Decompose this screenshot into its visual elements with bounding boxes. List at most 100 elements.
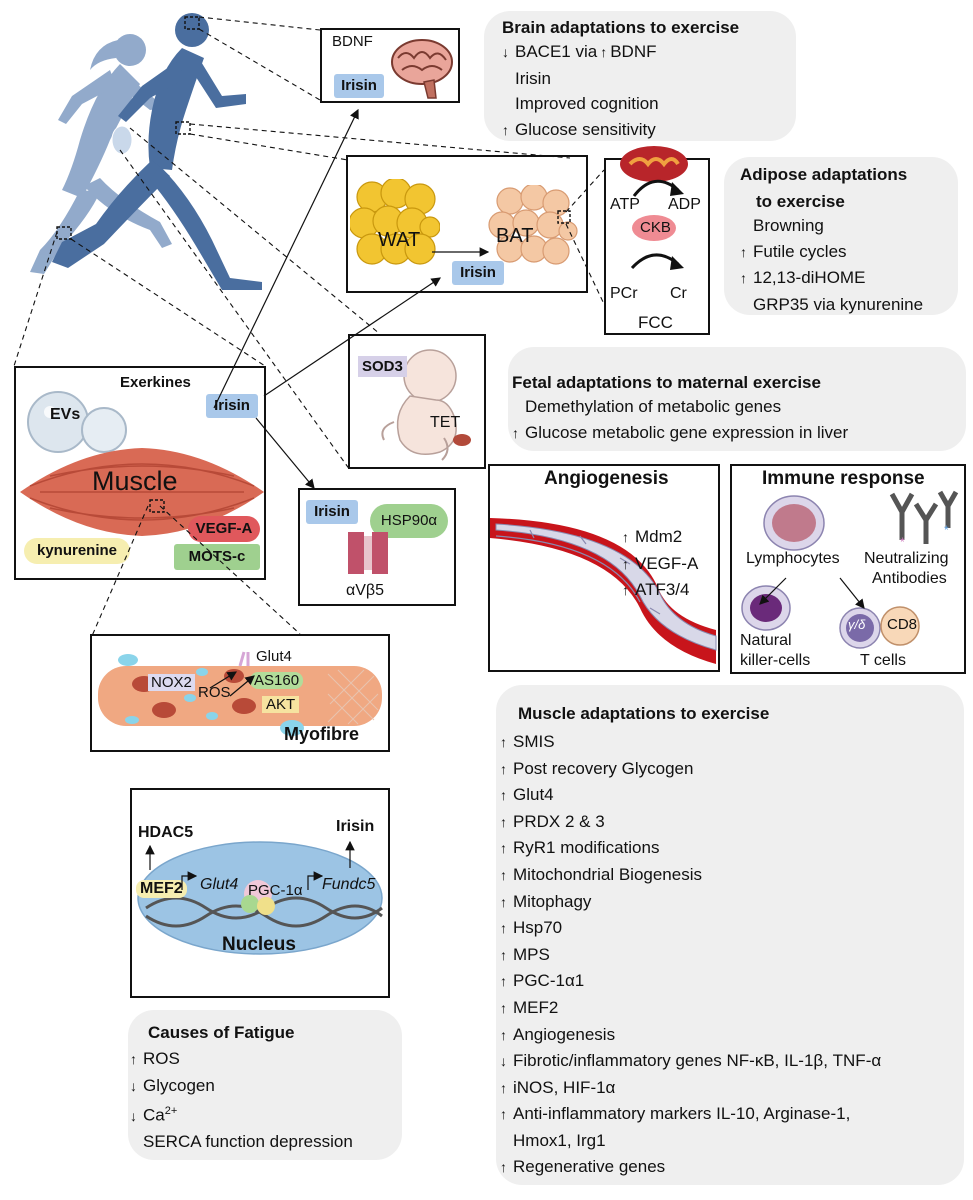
- muscle-label: Muscle: [92, 466, 178, 496]
- angiogenesis-item: ↑Mdm2: [622, 527, 683, 546]
- adipose-item: ↑12,13-diHOME: [740, 268, 866, 287]
- lymphocytes-label: Lymphocytes: [746, 550, 840, 567]
- ros-label: ROS: [198, 684, 231, 701]
- fetal-item: Demethylation of metabolic genes: [525, 397, 782, 416]
- brain-item: Irisin: [515, 68, 551, 88]
- immune-box: Immune response * * Lymphocytes Neutrali…: [730, 464, 966, 674]
- brain-item: ↓BACE1 via↑BDNF: [502, 42, 657, 61]
- adipose-box: WAT BAT Irisin: [346, 155, 588, 293]
- nox2-label: NOX2: [148, 674, 195, 691]
- muscle-item: ↑MEF2: [500, 997, 559, 1017]
- irisin-tag-brain: Irisin: [334, 74, 384, 98]
- angiogenesis-title: Angiogenesis: [544, 468, 669, 489]
- evs-icon: [27, 391, 127, 453]
- nucleus-box: HDAC5 Irisin MEF2 Glut4 PGC-1α Fundc5 Nu…: [130, 788, 390, 998]
- myofibre-title: Myofibre: [284, 724, 360, 744]
- futile-creatine-cycle-diagram: [620, 146, 688, 270]
- fatigue-item: ↓Ca2+: [130, 1105, 178, 1125]
- adipose-item: Browning: [753, 216, 824, 235]
- gamma-delta-label: γ/δ: [848, 617, 866, 632]
- muscle-item: ↑Glut4: [500, 785, 554, 805]
- irisin-tag-exerkines: Irisin: [206, 394, 258, 418]
- glut4-label: Glut4: [256, 648, 292, 665]
- adipose-adaptations-panel: Adipose adaptations to exercise Browning…: [724, 157, 958, 315]
- kynurenine-tag: kynurenine: [24, 538, 130, 564]
- fundc5-gene-label: Fundc5: [322, 876, 376, 893]
- irisin-tag-adipose: Irisin: [452, 261, 504, 285]
- hdac5-label: HDAC5: [138, 824, 194, 841]
- muscle-item: ↑Mitochondrial Biogenesis: [500, 864, 702, 884]
- bat-cells-icon: [488, 185, 578, 265]
- muscle-item: ↑RyR1 modifications: [500, 838, 660, 858]
- myofibre-box: NOX2 ROS Glut4 AS160 AKT Myofibre: [90, 634, 390, 752]
- exerkines-box: Exerkines EVs Irisin Muscle VEGF-A kynur…: [14, 366, 266, 580]
- angiogenesis-item: ↑ATF3/4: [622, 580, 690, 599]
- fatigue-panel-title: Causes of Fatigue: [148, 1023, 295, 1042]
- fcc-label: FCC: [638, 313, 673, 332]
- nucleus-title: Nucleus: [222, 934, 296, 955]
- pgc-label: PGC-1α: [248, 882, 303, 899]
- adipose-item: GRP35 via kynurenine: [753, 294, 924, 314]
- as160-label: AS160: [250, 672, 304, 689]
- bat-label: BAT: [496, 225, 534, 247]
- adp-label: ADP: [668, 196, 701, 213]
- brain-icon: [391, 39, 453, 99]
- muscle-item: ↑Angiogenesis: [500, 1024, 616, 1044]
- muscle-adaptations-list: ↑SMIS↑Post recovery Glycogen↑Glut4↑PRDX …: [496, 729, 964, 1180]
- nk-label-2: killer-cells: [740, 652, 811, 669]
- irisin-tag-receptor: Irisin: [306, 500, 358, 524]
- adipose-panel-title-2: to exercise: [756, 192, 845, 211]
- cr-label: Cr: [670, 285, 687, 302]
- nucleus-illustration: [137, 841, 383, 955]
- fatigue-panel: Causes of Fatigue ↑ROS ↓Glycogen ↓Ca2+ S…: [128, 1010, 402, 1160]
- adipose-item: ↑Futile cycles: [740, 241, 847, 261]
- t-cells-label: T cells: [860, 652, 906, 669]
- muscle-item: ↑MPS: [500, 944, 550, 964]
- brain-box: BDNF Irisin: [320, 28, 460, 103]
- antibodies-label: Antibodies: [872, 570, 947, 587]
- svg-text:*: *: [900, 535, 905, 546]
- nk-label-1: Natural: [740, 632, 792, 649]
- muscle-item: Hmox1, Irg1: [513, 1130, 606, 1150]
- muscle-item: ↑iNOS, HIF-1α: [500, 1077, 616, 1097]
- fetal-adaptations-panel: Fetal adaptations to maternal exercise D…: [508, 347, 966, 451]
- blood-vessel-icon: [490, 518, 717, 664]
- ckb-label: CKB: [640, 219, 671, 236]
- integrin-receptor-icon: [348, 532, 388, 574]
- motsc-tag: MOTS-c: [174, 544, 260, 570]
- vegfa-tag: VEGF-A: [188, 516, 260, 542]
- tet-label: TET: [430, 414, 461, 431]
- brain-adaptations-panel: Brain adaptations to exercise ↓BACE1 via…: [484, 11, 796, 141]
- glut4-gene-label: Glut4: [200, 876, 239, 893]
- irisin-label-nucleus: Irisin: [336, 818, 375, 835]
- svg-text:*: *: [944, 523, 949, 537]
- muscle-item: ↑Mitophagy: [500, 891, 592, 911]
- muscle-item: ↑PGC-1α1: [500, 971, 585, 991]
- receptor-box: Irisin HSP90α αVβ5: [298, 488, 456, 606]
- muscle-item: ↑PRDX 2 & 3: [500, 811, 605, 831]
- fetal-item: ↑Glucose metabolic gene expression in li…: [512, 422, 849, 442]
- wat-cells-icon: [350, 179, 440, 265]
- brain-item: Improved cognition: [515, 94, 659, 113]
- muscle-adaptations-panel: Muscle adaptations to exercise ↑SMIS↑Pos…: [496, 685, 964, 1185]
- immune-title: Immune response: [762, 468, 925, 489]
- fatigue-item: ↑ROS: [130, 1049, 180, 1068]
- nk-cell-icon: [741, 585, 791, 631]
- adipose-panel-title: Adipose adaptations: [740, 165, 908, 184]
- sod3-tag: SOD3: [358, 356, 407, 377]
- angiogenesis-box: Angiogenesis ↑Mdm2 ↑VEGF-A ↑ATF3/4: [488, 464, 720, 672]
- antibodies-icon: * *: [889, 490, 959, 546]
- runners-illustration: [30, 13, 262, 290]
- neutralizing-label: Neutralizing: [864, 550, 949, 567]
- akt-label: AKT: [262, 696, 300, 713]
- muscle-item: ↑Anti-inflammatory markers IL-10, Argina…: [500, 1104, 851, 1124]
- lymphocyte-icon: [763, 495, 825, 551]
- bdnf-label: BDNF: [332, 33, 373, 50]
- angiogenesis-list: ↑Mdm2 ↑VEGF-A ↑ATF3/4: [622, 524, 698, 604]
- pcr-label: PCr: [610, 285, 638, 302]
- muscle-item: ↓Fibrotic/inflammatory genes NF-κB, IL-1…: [500, 1051, 882, 1071]
- integrin-label: αVβ5: [346, 582, 385, 599]
- muscle-item: ↑SMIS: [500, 732, 555, 751]
- fetal-box: SOD3 TET: [348, 334, 486, 469]
- fcc-box: ATP ADP CKB PCr Cr FCC: [604, 146, 710, 335]
